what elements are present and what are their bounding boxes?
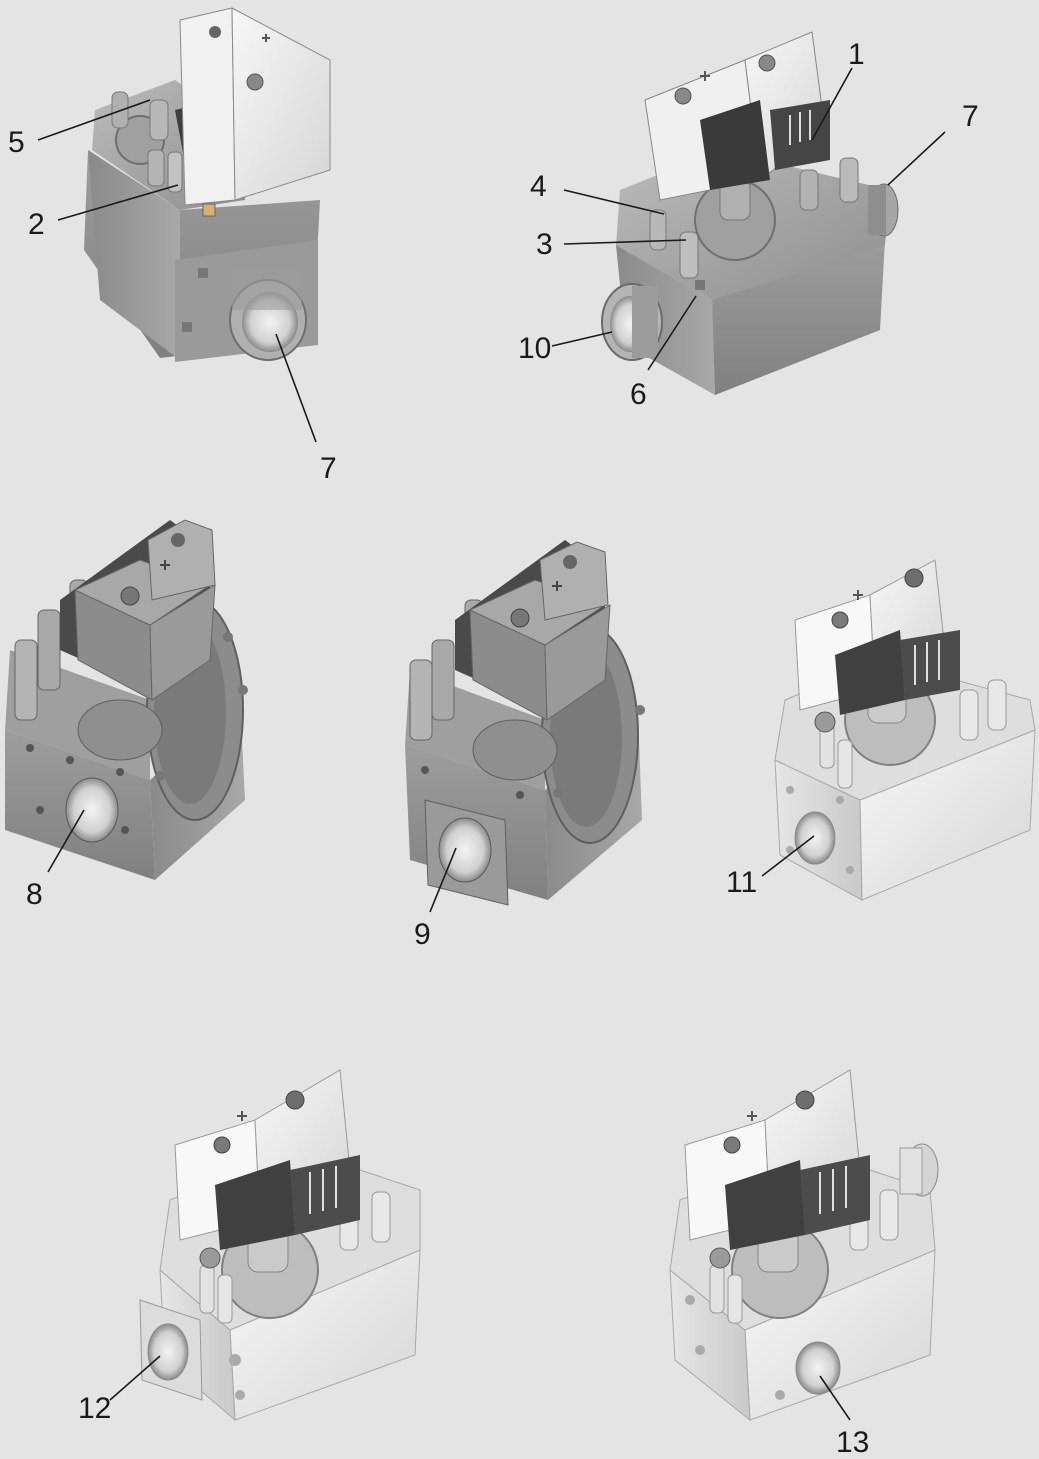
leader-line-11 (761, 835, 815, 877)
valve-unit-g (669, 1069, 939, 1422)
callout-1: 1 (848, 38, 865, 71)
callout-12: 12 (78, 1392, 111, 1425)
callout-9: 9 (414, 918, 431, 951)
leader-line-5 (37, 99, 151, 141)
leader-line-2 (57, 184, 179, 221)
callout-6: 6 (630, 378, 647, 411)
callout-13: 13 (836, 1426, 869, 1459)
callout-2: 2 (28, 208, 45, 241)
leader-lines (37, 67, 946, 1421)
leader-line-10 (551, 331, 613, 347)
callout-7a: 7 (320, 452, 337, 485)
callout-11: 11 (726, 866, 757, 899)
valve-unit-a (84, 7, 331, 362)
valve-unit-e (774, 559, 1036, 901)
leader-line-13 (819, 1375, 851, 1421)
leader-line-4 (563, 189, 665, 215)
leader-line-6 (647, 295, 697, 371)
callout-5: 5 (8, 126, 25, 159)
callout-7b: 7 (962, 100, 979, 133)
leader-line-12 (109, 1355, 161, 1401)
leader-line-3 (563, 239, 687, 245)
callout-10: 10 (518, 332, 551, 365)
leader-line-1 (811, 67, 853, 141)
valve-unit-c (5, 519, 248, 880)
callout-8: 8 (26, 878, 43, 911)
leader-line-9 (429, 847, 457, 913)
callout-3: 3 (536, 228, 553, 261)
valve-unit-b (601, 31, 899, 395)
valve-unit-f (139, 1069, 421, 1422)
leader-line-7a (275, 333, 317, 443)
leader-line-8 (47, 809, 85, 873)
leader-line-7b (887, 131, 946, 186)
callout-4: 4 (530, 170, 547, 203)
valve-unit-d (405, 540, 645, 906)
callout-labels: 5 2 7 1 7 4 3 10 6 8 9 11 12 13 (8, 38, 979, 1459)
